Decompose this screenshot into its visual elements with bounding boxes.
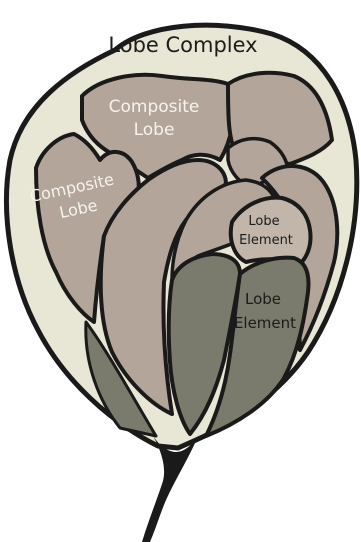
lobe-element-upper-shape — [231, 198, 311, 264]
label-lobe-element-lower-line1: Lobe — [245, 290, 281, 308]
label-lobe-complex: Lobe Complex — [108, 33, 257, 57]
label-composite-lobe-top-line2: Lobe — [134, 120, 175, 140]
label-composite-lobe-top-line1: Composite — [109, 97, 200, 117]
label-lobe-element-lower-line2: Element — [234, 314, 296, 332]
stem-shape — [142, 434, 198, 542]
label-lobe-element-upper-line1: Lobe — [248, 214, 279, 229]
label-lobe-element-upper-line2: Element — [239, 233, 293, 248]
